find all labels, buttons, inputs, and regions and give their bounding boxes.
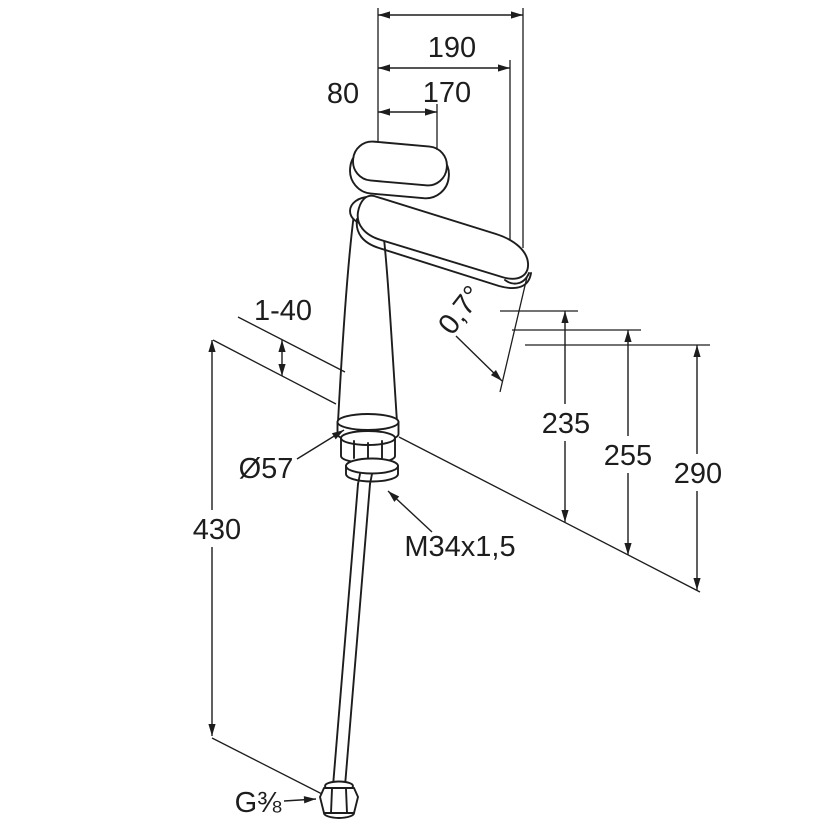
lever-handle-top <box>352 140 448 187</box>
arrowhead <box>490 370 502 381</box>
faucet-body <box>337 213 398 423</box>
washer-top <box>345 457 399 475</box>
dimension-lines-group <box>211 14 698 736</box>
extension-line-430-bottom <box>211 737 323 795</box>
arrowhead <box>388 491 400 502</box>
label-deck-thickness: 1-40 <box>254 295 312 327</box>
arrowhead <box>378 11 390 19</box>
supply-tube <box>332 483 371 787</box>
arrowhead <box>378 64 390 72</box>
extension-lines-group <box>211 8 710 795</box>
arrowhead <box>624 330 632 342</box>
inlet-hex-nut <box>319 787 359 814</box>
arrowhead <box>498 64 510 72</box>
arrowhead <box>511 11 523 19</box>
arrowhead <box>624 543 632 555</box>
spout-endface-reference-line <box>499 276 528 393</box>
arrowhead <box>561 311 569 323</box>
arrowhead <box>693 345 701 357</box>
label-overall-height: 290 <box>674 458 722 490</box>
arrowhead <box>693 578 701 590</box>
label-inlet-thread: G⅜ <box>235 787 283 819</box>
label-base-diameter: Ø57 <box>239 453 294 485</box>
aerator-edge <box>504 272 530 285</box>
inlet-hex-facets <box>323 788 355 819</box>
label-spout-projection: 170 <box>423 77 471 109</box>
washer-side <box>345 465 399 483</box>
label-outlet-height: 255 <box>604 440 652 472</box>
arrowhead <box>208 724 216 736</box>
label-spout-angle: 0,7° <box>432 280 489 341</box>
arrowhead <box>303 796 316 804</box>
mask-430 <box>188 510 246 547</box>
label-underdeck-length: 430 <box>193 514 241 546</box>
mounting-plane-left <box>212 339 337 405</box>
dimension-labels-group: 190 170 80 1-40 430 235 255 290 Ø57 M34x… <box>193 32 722 819</box>
shank <box>357 473 373 485</box>
arrowhead <box>278 364 286 376</box>
mask-235 <box>537 404 595 441</box>
arrowhead <box>425 108 437 116</box>
arrowhead <box>208 340 216 352</box>
label-total-projection: 190 <box>428 32 476 64</box>
text-masks-group <box>188 404 727 547</box>
mask-255 <box>599 436 657 473</box>
base-ring-top <box>336 413 400 431</box>
label-lever-length: 80 <box>327 78 359 110</box>
mask-290 <box>669 454 727 491</box>
mounting-plane-right <box>398 436 701 593</box>
label-shank-thread: M34x1,5 <box>404 531 515 563</box>
arrowhead <box>378 108 390 116</box>
arrowhead <box>331 430 344 440</box>
spout <box>356 194 529 280</box>
faucet-outline-group <box>319 140 532 819</box>
arrowhead <box>561 510 569 522</box>
deck-top-slant-line <box>237 316 346 373</box>
mounting-nut-body <box>340 437 396 464</box>
arrowhead <box>278 340 286 352</box>
label-clearance-height: 235 <box>542 408 590 440</box>
